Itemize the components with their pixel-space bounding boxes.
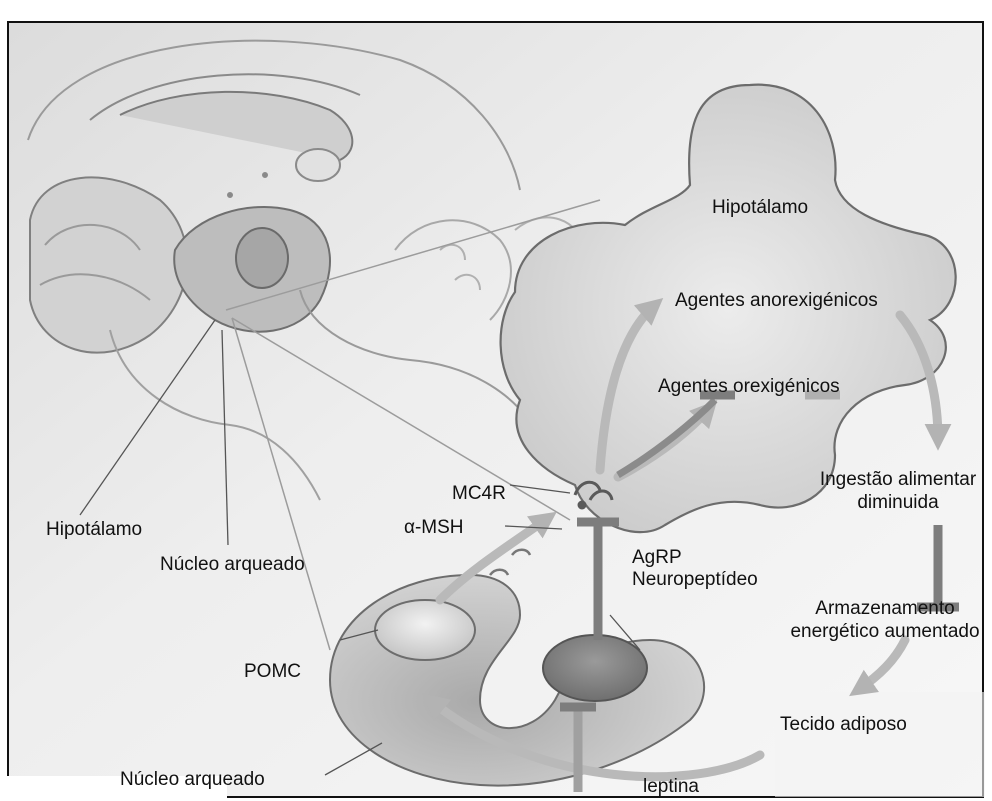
brain-arcuate-nucleus-label: Núcleo arqueado	[160, 553, 305, 576]
arcuate-nucleus-label: Núcleo arqueado	[120, 768, 265, 791]
energy-storage-line1: Armazenamento	[785, 597, 985, 620]
energy-storage-label: Armazenamento energético aumentado	[785, 597, 985, 643]
orexigenic-agents-label: Agentes orexigénicos	[658, 375, 840, 398]
alpha-msh-label: α-MSH	[404, 516, 464, 539]
hypothalamus-region-label: Hipotálamo	[712, 196, 808, 219]
brain-hypothalamus-label: Hipotálamo	[46, 518, 142, 541]
bottom-right-fade	[775, 692, 985, 797]
anorexigenic-agents-label: Agentes anorexigénicos	[675, 289, 878, 312]
food-intake-line2: diminuida	[812, 491, 984, 514]
agrp-label: AgRP	[632, 546, 682, 569]
neuropeptide-label: Neuropeptídeo	[632, 568, 758, 591]
agrp-neuron	[543, 635, 647, 701]
leptin-label: leptina	[643, 775, 699, 798]
adipose-tissue-label: Tecido adiposo	[780, 713, 907, 736]
food-intake-line1: Ingestão alimentar	[812, 468, 984, 491]
pomc-label: POMC	[244, 660, 301, 683]
food-intake-label: Ingestão alimentar diminuida	[812, 468, 984, 514]
mc4r-label: MC4R	[452, 482, 506, 505]
pomc-neuron	[375, 600, 475, 660]
energy-storage-line2: energético aumentado	[785, 620, 985, 643]
